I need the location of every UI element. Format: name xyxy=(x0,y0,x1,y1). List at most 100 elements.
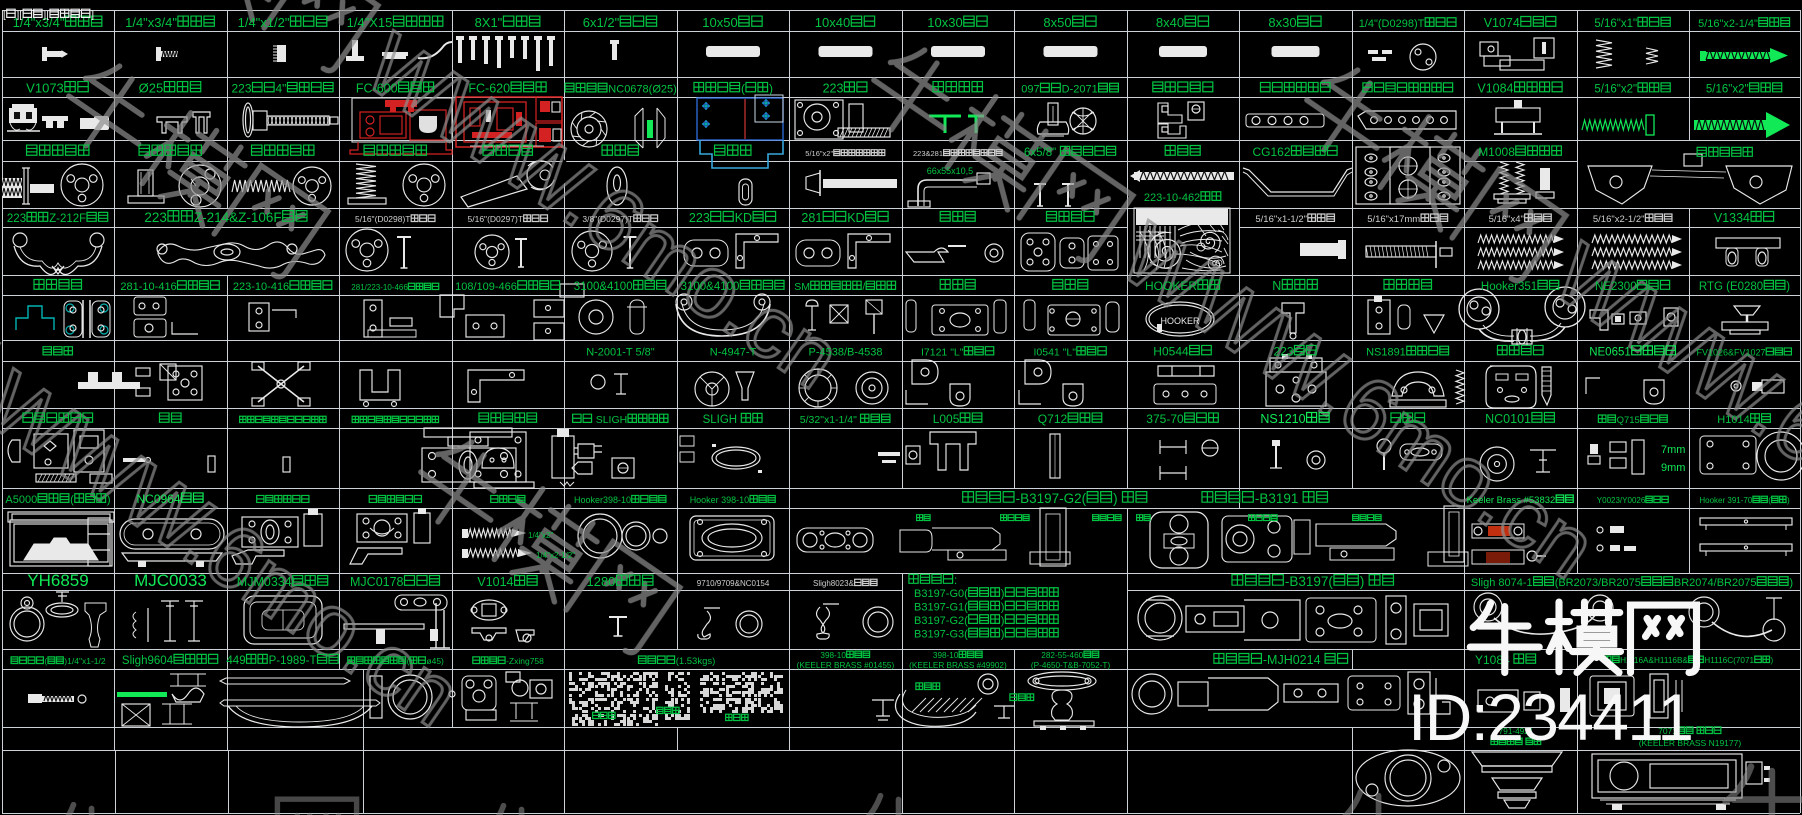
svg-text:1/4"(D0298)T: 1/4"(D0298)T xyxy=(1359,18,1425,30)
svg-text:B3197-G0(: B3197-G0( xyxy=(914,588,968,600)
svg-text:-Zxing758: -Zxing758 xyxy=(506,656,544,666)
svg-text:097: 097 xyxy=(1021,84,1039,96)
svg-text:V1073: V1073 xyxy=(26,81,64,96)
svg-text:B3197-G2(: B3197-G2( xyxy=(914,615,968,627)
svg-text:NS1891: NS1891 xyxy=(1366,347,1406,359)
svg-text:108/109-466: 108/109-466 xyxy=(455,281,517,293)
svg-text:): ) xyxy=(1786,281,1790,293)
svg-text:][: ][ xyxy=(43,9,49,21)
svg-text:5/16"x2": 5/16"x2" xyxy=(1594,84,1637,96)
svg-text:SM: SM xyxy=(794,281,810,293)
svg-text:NC0964: NC0964 xyxy=(137,492,181,506)
svg-text:66x55x10,5: 66x55x10,5 xyxy=(927,166,974,176)
svg-text:1/4"x1/2": 1/4"x1/2" xyxy=(238,15,290,30)
svg-text:): ) xyxy=(107,494,111,506)
svg-text:B3197-G3(: B3197-G3( xyxy=(914,629,968,641)
svg-text:10x40: 10x40 xyxy=(815,15,850,30)
svg-text:223: 223 xyxy=(7,213,26,225)
svg-text:5/16"x2": 5/16"x2" xyxy=(805,149,833,158)
svg-text:223: 223 xyxy=(1274,345,1294,359)
svg-text:MJC0033: MJC0033 xyxy=(134,571,207,590)
svg-text:V1334: V1334 xyxy=(1714,211,1750,225)
svg-text:4": 4" xyxy=(276,82,287,96)
svg-text:375-70: 375-70 xyxy=(1146,412,1184,426)
svg-text:H1116C(7071: H1116C(7071 xyxy=(1704,656,1754,665)
svg-text:-B3197-G2(: -B3197-G2( xyxy=(1016,491,1087,506)
svg-text:3/8"(D0297)T: 3/8"(D0297)T xyxy=(582,214,633,224)
svg-text:-B3191: -B3191 xyxy=(1255,491,1302,506)
svg-text:): ) xyxy=(1001,588,1005,600)
svg-text:P-4538/B-4538: P-4538/B-4538 xyxy=(809,347,883,359)
svg-text:MJC0178: MJC0178 xyxy=(350,575,404,589)
svg-text:NE2300: NE2300 xyxy=(1595,281,1637,293)
svg-text:M1008: M1008 xyxy=(1478,145,1515,159)
svg-text:NC0678(Ø25): NC0678(Ø25) xyxy=(608,84,677,96)
svg-text:8x30: 8x30 xyxy=(1268,15,1296,30)
svg-text:281: 281 xyxy=(801,211,822,225)
svg-text::: : xyxy=(954,575,957,587)
svg-text:]: ] xyxy=(91,9,94,21)
svg-text:282-55-460: 282-55-460 xyxy=(1041,651,1083,660)
svg-text:][: ][ xyxy=(16,9,22,21)
svg-text:1/4"x2": 1/4"x2" xyxy=(528,531,553,540)
svg-text:FV1026&FV1027: FV1026&FV1027 xyxy=(1697,348,1766,358)
svg-text:5/16"x17mm: 5/16"x17mm xyxy=(1367,214,1420,225)
svg-text:(: ( xyxy=(1768,496,1771,505)
svg-text:Sligh8023&: Sligh8023& xyxy=(813,579,855,588)
svg-text:7mm: 7mm xyxy=(1661,444,1685,456)
svg-text:KD: KD xyxy=(847,211,864,225)
svg-text:V1084: V1084 xyxy=(1477,82,1513,96)
svg-text:223: 223 xyxy=(232,82,252,96)
svg-text:1/4"x3/4": 1/4"x3/4" xyxy=(13,15,65,30)
svg-text:): ) xyxy=(1001,629,1005,641)
svg-text:D-2071: D-2071 xyxy=(1062,84,1098,96)
svg-text:Ø25: Ø25 xyxy=(139,81,164,96)
svg-text:H1014: H1014 xyxy=(1717,414,1749,426)
svg-text:Q712: Q712 xyxy=(1038,412,1068,426)
svg-text:RTG (E0280: RTG (E0280 xyxy=(1699,281,1763,293)
svg-text:223-10-462: 223-10-462 xyxy=(1144,192,1200,204)
svg-text:): ) xyxy=(1789,577,1793,589)
svg-text:): ) xyxy=(1771,656,1774,665)
svg-text:): ) xyxy=(1787,496,1790,505)
svg-text:Hooker351: Hooker351 xyxy=(1481,281,1537,293)
svg-text:Z-212F: Z-212F xyxy=(49,213,86,225)
svg-text:Keeler Brass #53832: Keeler Brass #53832 xyxy=(1467,495,1556,506)
svg-text:-B3197(: -B3197( xyxy=(1285,574,1334,589)
svg-text:281-10-416: 281-10-416 xyxy=(120,281,176,293)
svg-text:Hooker398-10: Hooker398-10 xyxy=(574,495,631,505)
svg-text:3100&4100: 3100&4100 xyxy=(574,281,633,293)
svg-text:I0541 "L": I0541 "L" xyxy=(1034,347,1077,359)
svg-text:): ) xyxy=(1001,602,1005,614)
svg-text:223: 223 xyxy=(823,82,844,96)
svg-text:Sligh9604: Sligh9604 xyxy=(122,655,174,667)
svg-text:Sligh 8074-1: Sligh 8074-1 xyxy=(1471,577,1533,589)
svg-text:YH6859: YH6859 xyxy=(27,571,88,590)
svg-text:1/4"x2-1/2": 1/4"x2-1/2" xyxy=(536,551,575,560)
svg-text:(P-4650-T&B-7052-T): (P-4650-T&B-7052-T) xyxy=(1031,661,1111,670)
svg-text:6x1/2": 6x1/2" xyxy=(583,15,620,30)
svg-text:5/16"x2-1/4": 5/16"x2-1/4" xyxy=(1698,18,1758,30)
svg-text:NE0651: NE0651 xyxy=(1589,347,1631,359)
svg-text:FC-620: FC-620 xyxy=(468,82,510,96)
svg-text:V1074: V1074 xyxy=(1484,16,1520,30)
svg-text:V1014: V1014 xyxy=(477,575,513,589)
svg-text:N-4947-T: N-4947-T xyxy=(710,347,757,359)
svg-text:398-10: 398-10 xyxy=(933,651,959,660)
svg-text:(KEELER BRASS #49902): (KEELER BRASS #49902) xyxy=(909,661,1007,670)
svg-text:BR2074/BR2075: BR2074/BR2075 xyxy=(1674,577,1757,589)
svg-text:N-2001-T 5/8": N-2001-T 5/8" xyxy=(586,347,655,359)
svg-text:A5000: A5000 xyxy=(5,494,37,506)
svg-text:5/16"(D0297)T: 5/16"(D0297)T xyxy=(468,214,524,224)
svg-text:223&281: 223&281 xyxy=(913,149,943,158)
svg-text:791-4921: 791-4921 xyxy=(1499,727,1534,736)
svg-text:10x50: 10x50 xyxy=(702,15,737,30)
svg-text:): ) xyxy=(1360,574,1368,589)
svg-text:Hooker 391-70: Hooker 391-70 xyxy=(1699,496,1752,505)
svg-text:9710/9709&NC0154: 9710/9709&NC0154 xyxy=(697,579,770,588)
svg-text:SLIGH: SLIGH xyxy=(593,414,627,426)
svg-text:(BR2073/BR2075: (BR2073/BR2075 xyxy=(1555,577,1641,589)
svg-text:9mm: 9mm xyxy=(1661,462,1685,474)
svg-text:223-10-416: 223-10-416 xyxy=(233,281,289,293)
svg-text:5/16"x1": 5/16"x1" xyxy=(1594,18,1637,30)
